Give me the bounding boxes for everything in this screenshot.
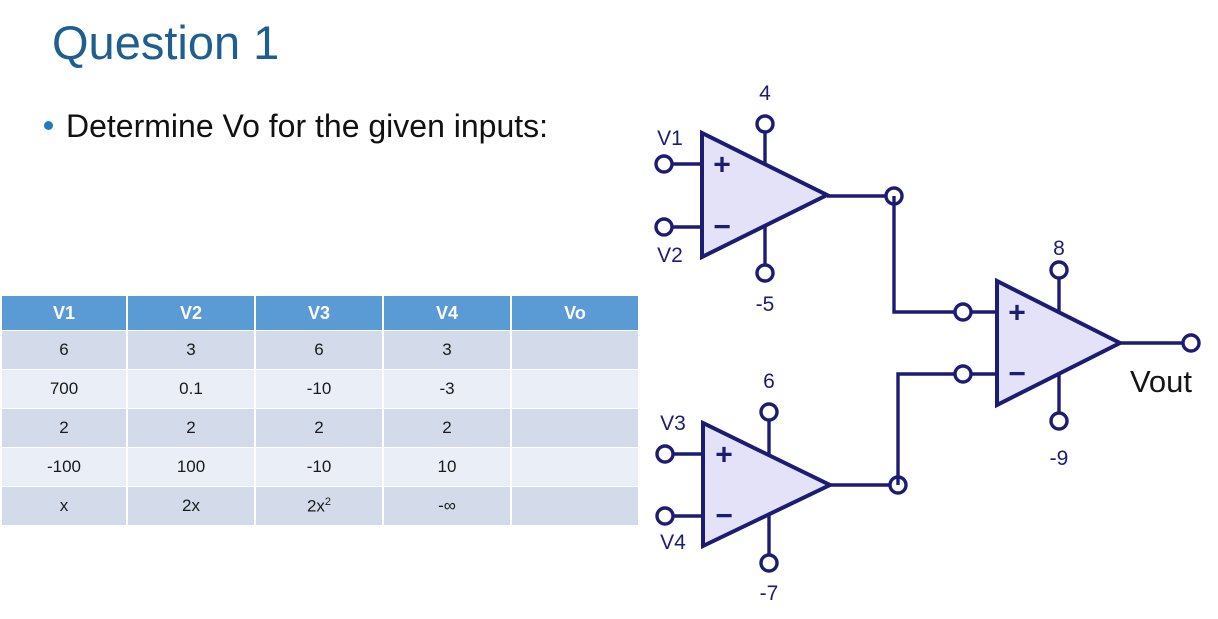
bullet-text: Determine Vo for the given inputs:	[66, 108, 549, 144]
bullet-line: Determine Vo for the given inputs:	[44, 108, 548, 145]
opamp-3-vpos-label: 6	[763, 370, 775, 393]
table-row: 6 3 6 3	[2, 331, 638, 369]
opamp-2-minus-terminal[interactable]	[953, 364, 973, 384]
cell-v1: x	[2, 487, 126, 525]
opamp-3: + − V3 V4 6 -7	[655, 370, 908, 605]
cell-v2: 2	[128, 409, 254, 447]
opamp-3-vpos-terminal[interactable]	[759, 402, 779, 422]
bullet-dot-icon	[44, 121, 53, 130]
cell-v4: 10	[384, 448, 510, 486]
cell-v3: -10	[256, 370, 382, 408]
cell-v1: -100	[2, 448, 126, 486]
opamp-1-plus-terminal[interactable]	[654, 154, 674, 174]
opamp-1: + − V1 V2 4 -5	[654, 82, 904, 316]
opamp-3-minus-input-label: V4	[660, 531, 686, 554]
cell-vo[interactable]	[512, 409, 638, 447]
opamp-1-vpos-label: 4	[759, 82, 771, 105]
cell-v1: 2	[2, 409, 126, 447]
table-row: 700 0.1 -10 -3	[2, 370, 638, 408]
cell-v2: 100	[128, 448, 254, 486]
opamp-3-minus-terminal[interactable]	[655, 506, 675, 526]
opamp-3-plus-input-label: V3	[660, 412, 686, 435]
cell-v3: -10	[256, 448, 382, 486]
page-title: Question 1	[52, 16, 280, 69]
cell-vo[interactable]	[512, 448, 638, 486]
opamp-3-plus-terminal[interactable]	[655, 444, 675, 464]
opamp-2: + − 8 -9 Vout	[953, 237, 1201, 470]
table-header-v1: V1	[2, 296, 126, 330]
opamp-2-plus-sign: +	[1008, 297, 1026, 330]
opamp-2-minus-sign: −	[1008, 358, 1026, 391]
table-header-row: V1 V2 V3 V4 Vo	[2, 296, 638, 330]
table-row: x 2x 2x2 -∞	[2, 487, 638, 525]
cell-vo[interactable]	[512, 487, 638, 525]
opamp-2-output-label: Vout	[1130, 364, 1192, 399]
cell-v4: 3	[384, 331, 510, 369]
opamp-3-plus-sign: +	[715, 439, 733, 472]
cell-vo[interactable]	[512, 370, 638, 408]
cell-v3-exponent: 2	[324, 495, 332, 508]
opamp-2-vpos-terminal[interactable]	[1049, 260, 1069, 280]
table-header-v4: V4	[384, 296, 510, 330]
wire-opamp1-to-opamp2-plus	[892, 196, 955, 314]
cell-v3-value: 2	[314, 418, 324, 437]
cell-v3-value: -10	[306, 457, 332, 476]
cell-v4: -∞	[384, 487, 510, 525]
table-header-vo: Vo	[512, 296, 638, 330]
opamp-1-minus-sign: −	[713, 211, 731, 244]
opamp-1-plus-input-label: V1	[657, 127, 683, 150]
opamp-1-minus-terminal[interactable]	[654, 217, 674, 237]
cell-vo[interactable]	[512, 331, 638, 369]
cell-v4: -3	[384, 370, 510, 408]
opamp-2-vneg-terminal[interactable]	[1049, 411, 1069, 431]
cell-v3: 2	[256, 409, 382, 447]
opamp-1-output-terminal[interactable]	[884, 186, 904, 206]
opamp-3-output-terminal[interactable]	[888, 475, 908, 495]
opamp-2-vpos-label: 8	[1053, 237, 1065, 260]
opamp-1-plus-sign: +	[713, 149, 731, 182]
cell-v1: 700	[2, 370, 126, 408]
opamp-1-vpos-terminal[interactable]	[755, 114, 775, 134]
opamp-2-vneg-label: -9	[1050, 447, 1069, 470]
cell-v2: 3	[128, 331, 254, 369]
cell-v2: 2x	[128, 487, 254, 525]
table-row: -100 100 -10 10	[2, 448, 638, 486]
opamp-1-vneg-label: -5	[756, 293, 775, 316]
cell-v1: 6	[2, 331, 126, 369]
opamp-3-minus-sign: −	[715, 500, 733, 533]
cell-v4: 2	[384, 409, 510, 447]
opamp-2-plus-terminal[interactable]	[953, 302, 973, 322]
opamp-1-vneg-terminal[interactable]	[755, 263, 775, 283]
wire-opamp3-to-opamp2-minus	[896, 372, 955, 485]
interconnect-wires	[892, 196, 955, 485]
table-row: 2 2 2 2	[2, 409, 638, 447]
cell-v2: 0.1	[128, 370, 254, 408]
cell-v3: 6	[256, 331, 382, 369]
opamp-1-minus-input-label: V2	[657, 244, 683, 267]
inputs-table: V1 V2 V3 V4 Vo 6 3 6 3 700 0.1 -10 -3 2 …	[0, 295, 640, 526]
table-header-v3: V3	[256, 296, 382, 330]
opamp-3-vneg-terminal[interactable]	[759, 553, 779, 573]
cell-v3-value: 6	[314, 340, 324, 359]
cell-v3-value: 2x	[306, 496, 325, 516]
opamp-3-vneg-label: -7	[760, 582, 779, 605]
opamp-2-output-terminal[interactable]	[1181, 333, 1201, 353]
cell-v3-value: -10	[306, 379, 332, 398]
cell-v3: 2x2	[256, 487, 382, 525]
table-header-v2: V2	[128, 296, 254, 330]
